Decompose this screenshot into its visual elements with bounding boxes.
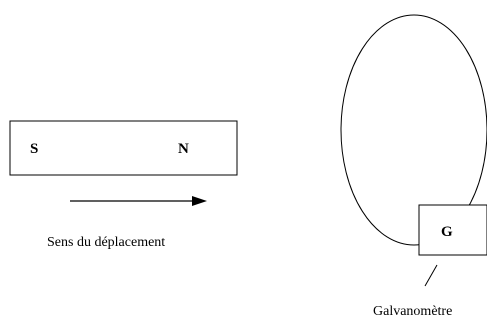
motion-caption: Sens du déplacement [47, 235, 165, 250]
magnet-body [9, 120, 238, 176]
arrow-head [192, 196, 207, 206]
galvanometer: G [418, 204, 487, 256]
motion-arrow [70, 196, 207, 206]
galvanometer-caption: Galvanomètre [373, 304, 452, 319]
south-pole-label: S [30, 141, 38, 157]
galvanometer-box [418, 204, 487, 256]
galvanometer-pointer-line [424, 264, 438, 287]
north-pole-label: N [178, 141, 189, 157]
galvanometer-symbol: G [441, 224, 453, 240]
wire-loop [340, 14, 487, 246]
bar-magnet: S N [9, 120, 238, 176]
